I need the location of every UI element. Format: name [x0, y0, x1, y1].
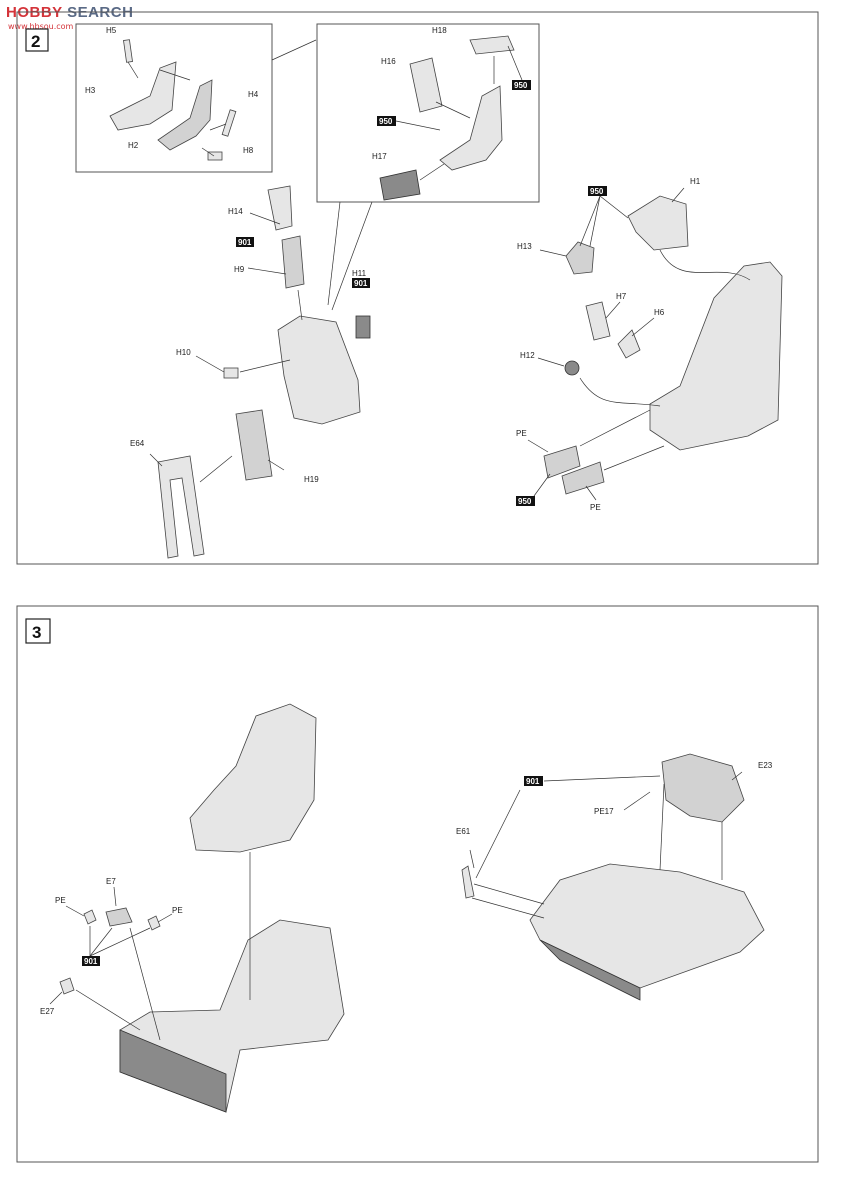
seat-body-center [277, 315, 361, 425]
tag-950-d: 950 [516, 496, 535, 506]
part-h16 [409, 57, 443, 113]
part-e23 [661, 753, 745, 823]
label-e7: E7 [106, 877, 116, 886]
label-h4: H4 [248, 90, 259, 99]
inset-leader [271, 39, 317, 61]
part-pe-a [543, 445, 581, 479]
label-e61: E61 [456, 827, 471, 836]
label-h19: H19 [304, 475, 319, 484]
label-pe-b-step3: PE [172, 906, 183, 915]
inset-seat-frame [75, 23, 273, 173]
part-h1 [627, 195, 689, 251]
label-h16: H16 [381, 57, 396, 66]
cockpit-tub-left-side [119, 1029, 227, 1113]
part-pe-right [147, 915, 161, 931]
label-h8: H8 [243, 146, 254, 155]
svg-text:950: 950 [590, 187, 604, 196]
part-h18 [469, 35, 515, 55]
label-pe-b: PE [590, 503, 601, 512]
part-h19 [235, 409, 273, 481]
part-h6 [617, 329, 641, 359]
seat-assembly-center [157, 185, 371, 559]
part-h9 [281, 235, 305, 289]
label-h2: H2 [128, 141, 139, 150]
seat-step3-left [189, 703, 317, 853]
part-e7 [105, 907, 133, 927]
step2-panel [16, 11, 819, 565]
label-h14: H14 [228, 207, 243, 216]
label-h3: H3 [85, 86, 96, 95]
label-h13: H13 [517, 242, 532, 251]
label-h9: H9 [234, 265, 245, 274]
part-pe-b [561, 461, 605, 495]
part-h4 [221, 109, 237, 137]
part-h7 [585, 301, 611, 341]
part-seat-inset [439, 85, 503, 171]
label-h17: H17 [372, 152, 387, 161]
step2-number: 2 [31, 32, 40, 51]
svg-text:950: 950 [514, 81, 528, 90]
part-h17 [379, 169, 421, 201]
svg-text:901: 901 [238, 238, 252, 247]
seat-body-right [649, 261, 783, 451]
label-e23: E23 [758, 761, 773, 770]
cockpit-tub-right-side [539, 939, 641, 1001]
part-h14 [267, 185, 293, 231]
part-pe-left [83, 909, 97, 925]
tag-901-b: 901 [352, 278, 370, 288]
seat-assembly-right [543, 195, 783, 495]
tag-901-step3-b: 901 [524, 776, 543, 786]
step3-left-assembly [59, 703, 345, 1113]
tag-950-a: 950 [512, 80, 531, 90]
tag-901-step3-a: 901 [82, 956, 100, 966]
part-h2 [157, 79, 213, 151]
tag-950-c: 950 [588, 186, 607, 196]
label-h6: H6 [654, 308, 665, 317]
part-h12 [564, 360, 580, 376]
label-h1: H1 [690, 177, 701, 186]
label-pe-a: PE [516, 429, 527, 438]
tag-950-b: 950 [377, 116, 396, 126]
part-h10 [223, 367, 239, 379]
watermark-url: www.hbsou.com [8, 22, 74, 31]
label-h12: H12 [520, 351, 535, 360]
part-h5 [123, 39, 133, 63]
inset-harness-leader-a [327, 201, 341, 306]
label-h10: H10 [176, 348, 191, 357]
part-h8 [207, 151, 223, 161]
svg-text:901: 901 [526, 777, 540, 786]
label-e27: E27 [40, 1007, 55, 1016]
label-h5: H5 [106, 26, 117, 35]
part-h13 [565, 241, 595, 275]
label-e64: E64 [130, 439, 145, 448]
part-h11 [355, 315, 371, 339]
label-h11: H11 [352, 269, 367, 278]
step3-right-assembly [461, 753, 765, 1001]
inset-harness-leader-b [331, 201, 373, 311]
step3-panel [16, 605, 819, 1163]
step2-number-box: 2 [25, 28, 49, 52]
label-h7: H7 [616, 292, 627, 301]
label-pe-a-step3: PE [55, 896, 66, 905]
inset-seat-parts [109, 39, 237, 161]
tag-901-a: 901 [236, 237, 254, 247]
part-e27 [59, 977, 75, 995]
svg-text:950: 950 [518, 497, 532, 506]
part-h3 [109, 61, 177, 131]
step3-number-box: 3 [25, 618, 51, 644]
label-pe17: PE17 [594, 807, 614, 816]
cockpit-tub-right [529, 863, 765, 989]
label-h18: H18 [432, 26, 447, 35]
step3-number: 3 [32, 623, 41, 642]
part-e61 [461, 865, 475, 899]
svg-text:950: 950 [379, 117, 393, 126]
svg-text:901: 901 [354, 279, 368, 288]
svg-text:901: 901 [84, 957, 98, 966]
part-e64 [157, 455, 205, 559]
inset-harness-frame [316, 23, 540, 203]
inset-harness-parts [379, 35, 515, 201]
